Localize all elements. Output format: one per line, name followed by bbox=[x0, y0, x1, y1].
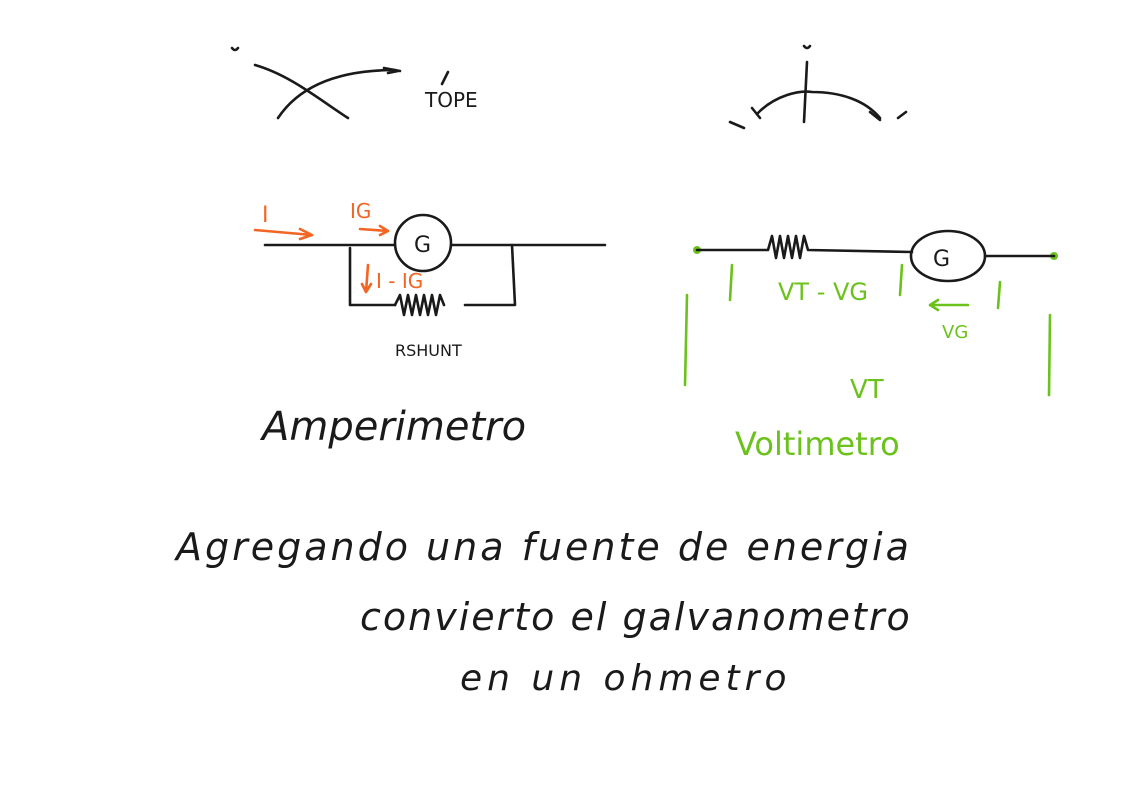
ammeter-galvanometer-label: G bbox=[414, 233, 431, 258]
needle-pivot-sketch bbox=[728, 44, 908, 130]
voltmeter-galvanometer-label: G bbox=[933, 247, 950, 272]
voltmeter-circuit: G VT - VG VG VT Voltimetro bbox=[683, 229, 1058, 463]
note-line-2: convierto el galvanometro bbox=[360, 595, 912, 639]
total-voltage-label: VT bbox=[850, 375, 884, 405]
galvanometer-voltage-label: VG bbox=[942, 322, 968, 343]
note-line-3: en un ohmetro bbox=[460, 658, 791, 699]
shunt-current-label: I - IG bbox=[376, 269, 423, 293]
shunt-resistor-label: RSHUNT bbox=[395, 341, 462, 360]
handwritten-note: Agregando una fuente de energia conviert… bbox=[173, 525, 912, 699]
stop-label: TOPE bbox=[424, 88, 478, 112]
needle-stop-sketch: TOPE bbox=[230, 46, 478, 120]
voltmeter-title: Voltimetro bbox=[735, 425, 900, 463]
total-current-label: I bbox=[262, 203, 269, 228]
ammeter-circuit: G I IG I - IG RSHUNT Amperimetro bbox=[253, 199, 607, 450]
galvanometer-current-label: IG bbox=[350, 199, 371, 223]
note-line-1: Agregando una fuente de energia bbox=[173, 525, 912, 569]
galvanometer-symbol bbox=[393, 213, 453, 273]
ammeter-title: Amperimetro bbox=[259, 404, 526, 450]
resistor-voltage-label: VT - VG bbox=[778, 278, 868, 306]
